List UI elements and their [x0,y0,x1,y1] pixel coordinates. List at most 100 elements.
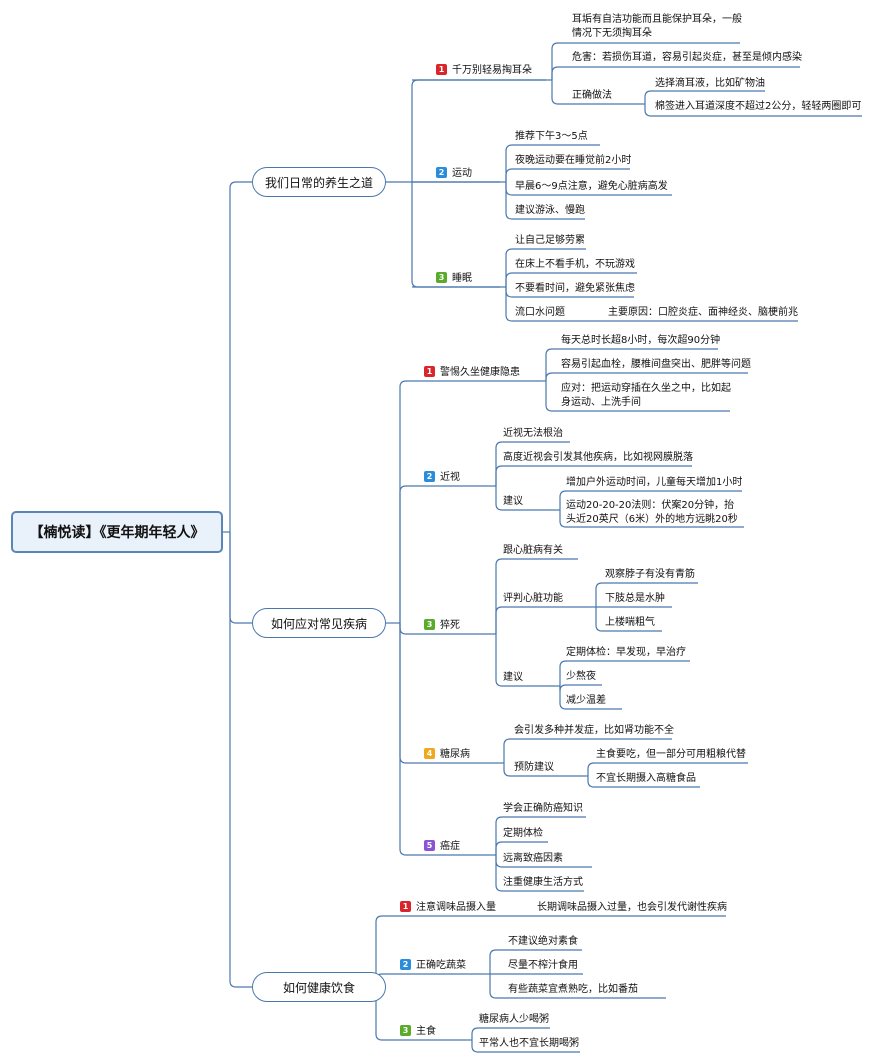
leaf-connector [503,763,582,777]
sitting-item[interactable]: 每天总时长超8小时，每次超90分钟 [561,335,721,346]
diabetes-prevention-item[interactable]: 主食要吃，但一部分可用粗粮代替 [596,749,746,760]
sudden-death-advice-item[interactable]: 少熬夜 [566,671,596,682]
leaf-connector [505,182,585,220]
root-topic[interactable]: 【楠悦读】《更年期年轻人》 [11,511,223,553]
branch-connector [375,987,466,1041]
cancer-item[interactable]: 定期体检 [503,828,543,839]
myopia-advice[interactable]: 建议 [503,496,523,507]
subtopic-label: 主食 [416,1026,436,1037]
vegetables-item[interactable]: 有些蔬菜宜煮熟吃，比如番茄 [508,984,638,995]
subtopic-cancer[interactable]: 5 癌症 [424,840,460,854]
vegetables-item[interactable]: 尽量不榨汁食用 [508,960,578,971]
leaf-connector [559,684,602,692]
branch-connector [399,485,490,623]
sitting-item[interactable]: 应对：把运动穿插在久坐之中，比如起身运动、上洗手间 [561,383,731,408]
sleep-item[interactable]: 在床上不看手机，不玩游戏 [515,259,635,270]
cancer-item[interactable]: 远离致癌因素 [503,853,563,864]
sleep-item[interactable]: 不要看时间，避免紧张焦虑 [515,283,635,294]
leaf-connector [595,607,662,632]
staple-item[interactable]: 糖尿病人少喝粥 [479,1014,549,1025]
subtopic-label: 注意调味品摄入量 [416,902,496,913]
staple-item[interactable]: 平常人也不宜长期喝粥 [479,1038,579,1049]
branch-connector [399,380,540,623]
number-badge: 3 [424,619,435,630]
heart-function[interactable]: 评判心脏功能 [503,593,563,604]
exercise-item[interactable]: 建议游泳、慢跑 [515,205,585,216]
leaf-connector [495,558,578,634]
branch-connector [375,915,533,987]
diabetes-prevention-item[interactable]: 不宜长期摄入高糖食品 [596,773,696,784]
sudden-death-advice-item[interactable]: 减少温差 [566,695,606,706]
leaf-connector [503,738,672,763]
myopia-advice-item[interactable]: 运动20-20-20法则：伏案20分钟，抬头近20英尺（6米）外的地方远眺20秒 [566,500,738,525]
ear-fact[interactable]: 耳垢有自洁功能而且能保护耳朵，一般情况下无须掏耳朵 [572,14,742,39]
sleep-item[interactable]: 流口水问题 [515,307,565,318]
leaf-connector [505,248,586,287]
sitting-item[interactable]: 容易引起血栓，腰椎间盘突出、肥胖等问题 [561,359,751,370]
exercise-item[interactable]: 夜晚运动要在睡觉前2小时 [515,155,632,166]
drooling-cause[interactable]: 主要原因：口腔炎症、面神经炎、脑梗前兆 [608,307,798,318]
root-connector [229,181,252,532]
leaf-connector [559,490,742,510]
cancer-item[interactable]: 注重健康生活方式 [503,877,583,888]
number-badge: 2 [424,471,435,482]
subtopic-seasoning[interactable]: 1 注意调味品摄入量 [400,901,496,915]
cancer-item[interactable]: 学会正确防癌知识 [503,803,583,814]
myopia-advice-item[interactable]: 增加户外运动时间，儿童每天增加1小时 [566,477,743,488]
myopia-item[interactable]: 近视无法根治 [503,428,563,439]
leaf-connector [559,686,622,710]
branch-connector [399,623,498,764]
leaf-connector [505,168,630,182]
subtopic-label: 糖尿病 [440,749,470,760]
leaf-connector [505,287,600,322]
leaf-connector [489,949,582,974]
branch-connector [375,973,484,987]
leaf-connector [551,80,640,105]
number-badge: 3 [436,272,447,283]
heart-check-item[interactable]: 上楼喘粗气 [605,617,655,628]
leaf-connector [505,144,600,182]
main-topic-health-preservation[interactable]: 我们日常的养生之道 [252,167,386,197]
ear-correct-method[interactable]: 正确做法 [572,90,612,101]
leaf-connector [551,66,800,80]
main-topic-healthy-diet[interactable]: 如何健康饮食 [252,972,386,1002]
leaf-connector [495,855,584,892]
diabetes-prevention[interactable]: 预防建议 [514,762,554,773]
sudden-death-item[interactable]: 跟心脏病有关 [503,545,563,556]
exercise-item[interactable]: 推荐下午3～5点 [515,131,588,142]
diabetes-item[interactable]: 会引发多种并发症，比如肾功能不全 [514,725,674,736]
sudden-death-advice-item[interactable]: 定期体检：早发现，早治疗 [566,647,686,658]
main-topic-common-diseases[interactable]: 如何应对常见疾病 [252,608,386,638]
ear-harm[interactable]: 危害：若损伤耳道，容易引起炎症，甚至是倾内感染 [572,52,802,63]
leaf-connector [551,42,740,80]
heart-check-item[interactable]: 观察脖子有没有青筋 [605,569,695,580]
number-badge: 1 [400,901,411,912]
leaf-connector [587,762,748,776]
seasoning-item[interactable]: 长期调味品摄入过量，也会引发代谢性疾病 [537,902,727,913]
number-badge: 5 [424,840,435,851]
vegetables-item[interactable]: 不建议绝对素食 [508,936,578,947]
number-badge: 2 [400,959,411,970]
subtopic-label: 癌症 [440,841,460,852]
number-badge: 1 [424,366,435,377]
sudden-death-advice[interactable]: 建议 [503,672,523,683]
branch-connector [399,623,490,856]
leaf-connector [644,90,765,104]
leaf-connector [471,1040,580,1053]
heart-check-item[interactable]: 下肢总是水肿 [605,593,665,604]
myopia-item[interactable]: 高度近视会引发其他疾病，比如视网膜脱落 [503,452,693,463]
ear-method-drops[interactable]: 选择滴耳液，比如矿物油 [655,78,765,89]
exercise-item[interactable]: 早晨6～9点注意，避免心脏病高发 [515,181,668,192]
leaf-connector [505,272,637,287]
ear-method-swab[interactable]: 棉签进入耳道深度不超过2公分，轻轻两圈即可 [655,101,862,112]
sleep-item[interactable]: 让自己足够劳累 [515,235,585,246]
